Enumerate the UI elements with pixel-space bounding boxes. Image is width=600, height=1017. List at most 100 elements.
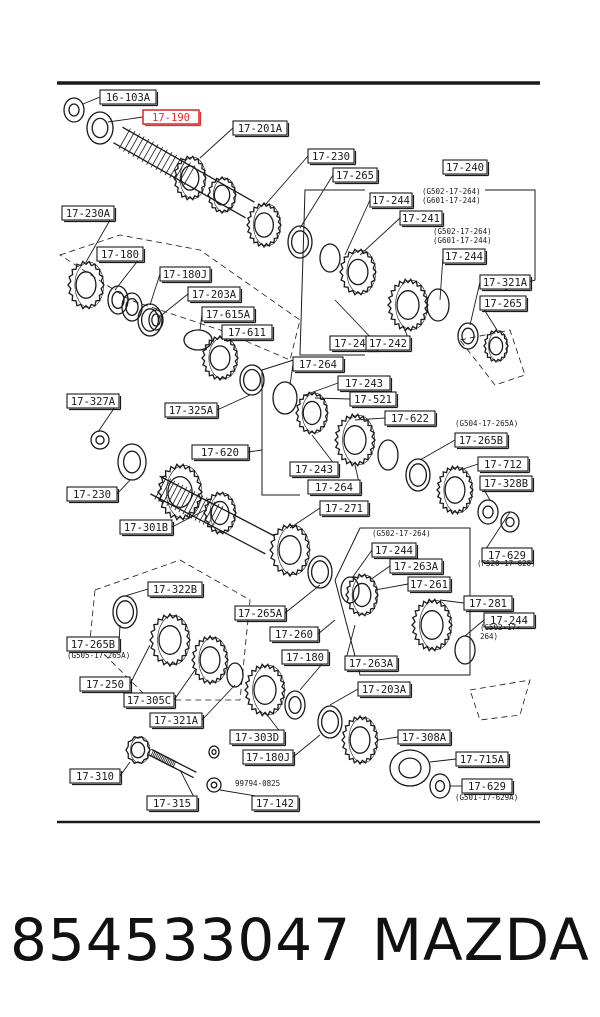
bracket-17-142 (206, 777, 222, 793)
callout-17-271: 17-271 (319, 500, 371, 518)
ring-17-265 (287, 225, 313, 259)
callout-17-629: 17-629 (481, 547, 535, 565)
ring-17-180J (137, 303, 163, 337)
callout-17-230: 17-230 (66, 486, 120, 504)
group-outline-d (469, 679, 531, 721)
callout-17-264: 17-264 (292, 356, 346, 374)
brand-name: MAZDA (372, 906, 590, 974)
note-n6: (G502-17-264) (480, 623, 521, 641)
clip-17-244-lower (340, 576, 360, 604)
callout-17-615a: 17-615A (201, 306, 257, 324)
washer-17-328B (477, 499, 499, 525)
needle-bearing-17-180-lower (284, 690, 306, 720)
callout-text: 17-327A (71, 396, 116, 408)
callout-text: 17-180 (286, 652, 324, 664)
counter-gear-b (203, 491, 237, 535)
callout-17-310: 17-310 (69, 768, 123, 786)
callout-text: 17-250 (86, 679, 124, 691)
gear-17-308A (341, 714, 379, 766)
callout-17-265: 17-265 (479, 295, 529, 313)
callout-text: 17-260 (275, 629, 313, 641)
callout-17-281: 17-281 (463, 595, 515, 613)
gear-17-712 (436, 464, 474, 516)
bolt-99794-0825 (208, 745, 220, 759)
input-shaft-gear-b (207, 175, 237, 215)
gear-17-250 (149, 612, 191, 668)
callout-17-315: 17-315 (146, 795, 200, 813)
callout-text: 17-203A (362, 684, 407, 696)
ring-17-322B (112, 595, 138, 629)
note-n2: (G502-17-264)(G601-17-244) (433, 227, 492, 245)
callout-text: 17-715A (460, 754, 505, 766)
callout-17-301b: 17-301B (119, 519, 175, 537)
note-line: (G504-17-265A) (455, 419, 518, 428)
callout-17-244: 17-244 (483, 612, 537, 630)
callout-17-244: 17-244 (369, 192, 415, 210)
note-line: 264) (480, 632, 498, 641)
callout-text: 17-629 (468, 781, 506, 793)
ring-17-325A (239, 364, 265, 396)
callout-text: 17-264 (315, 482, 353, 494)
callout-17-305c: 17-305C (123, 692, 177, 710)
callout-text: 17-241 (402, 213, 440, 225)
callout-17-328b: 17-328B (479, 475, 535, 493)
reverse-gear-17-310 (125, 735, 151, 765)
note-line: (G505-17-265A) (67, 651, 130, 660)
callout-text: 17-263A (349, 658, 394, 670)
callout-17-322b: 17-322B (147, 581, 205, 599)
callout-17-308a: 17-308A (397, 729, 453, 747)
callout-text: 17-620 (201, 447, 239, 459)
callout-text: 17-281 (469, 598, 507, 610)
note-n7: (G505-17-265A) (67, 651, 130, 660)
callout-17-190: 17-190 (142, 109, 202, 127)
callout-17-240: 17-240 (442, 159, 490, 177)
callout-17-243: 17-243 (289, 461, 341, 479)
clip-17-244-lower-b (454, 635, 476, 665)
callout-text: 17-190 (152, 112, 190, 124)
clip-17-244b (426, 288, 450, 322)
bearing-17-230 (117, 443, 147, 481)
callout-17-244: 17-244 (371, 542, 419, 560)
callout-17-203a: 17-203A (187, 286, 243, 304)
note-line: 99794-0825 (235, 779, 280, 788)
sleeve-17-242 (387, 278, 429, 332)
callout-17-244: 17-244 (442, 248, 488, 266)
callout-text: 17-629 (488, 550, 526, 562)
callout-17-243: 17-243 (337, 375, 393, 393)
callout-text: 17-325A (169, 405, 214, 417)
callout-17-250: 17-250 (79, 676, 133, 694)
callout-17-611: 17-611 (221, 324, 275, 342)
gear-17-271 (269, 522, 311, 578)
note-line: (G502-17-264) (422, 187, 481, 196)
caption: 854533047 MAZDA (0, 890, 600, 990)
callout-text: 17-301B (124, 522, 168, 534)
reverse-shaft-17-315 (148, 748, 197, 779)
callout-17-201a: 17-201A (232, 120, 290, 138)
bracket-upper-assembly (299, 189, 365, 356)
callout-17-265: 17-265 (332, 167, 380, 185)
callout-text: 17-315 (153, 798, 191, 810)
synchro-hub-17-241 (339, 248, 377, 296)
callout-17-263a: 17-263A (344, 655, 400, 673)
clip-17-264 (272, 381, 298, 415)
callout-17-243: 17-243 (329, 335, 379, 353)
callout-17-261: 17-261 (407, 576, 453, 594)
callout-text: 17-240 (446, 162, 484, 174)
note-n4: (F520-17-628) (477, 559, 536, 568)
group-outline-b (459, 329, 526, 386)
note-line: (G502-17-264) (433, 227, 492, 236)
callout-text: 17-243 (334, 338, 372, 350)
note-line: (F520-17-628) (477, 559, 536, 568)
bracket-lower-assembly (334, 527, 471, 676)
ring-17-321A (457, 322, 479, 350)
callout-text: 17-263A (394, 561, 439, 573)
callout-17-265b: 17-265B (454, 432, 510, 450)
callout-text: 17-244 (375, 545, 413, 557)
callout-17-263a: 17-263A (389, 558, 445, 576)
callout-text: 17-712 (484, 459, 522, 471)
sleeve-17-615A (183, 329, 213, 351)
gear-17-303D (244, 663, 286, 717)
gear-17-230 (246, 201, 282, 249)
counter-gear-a (157, 463, 203, 521)
